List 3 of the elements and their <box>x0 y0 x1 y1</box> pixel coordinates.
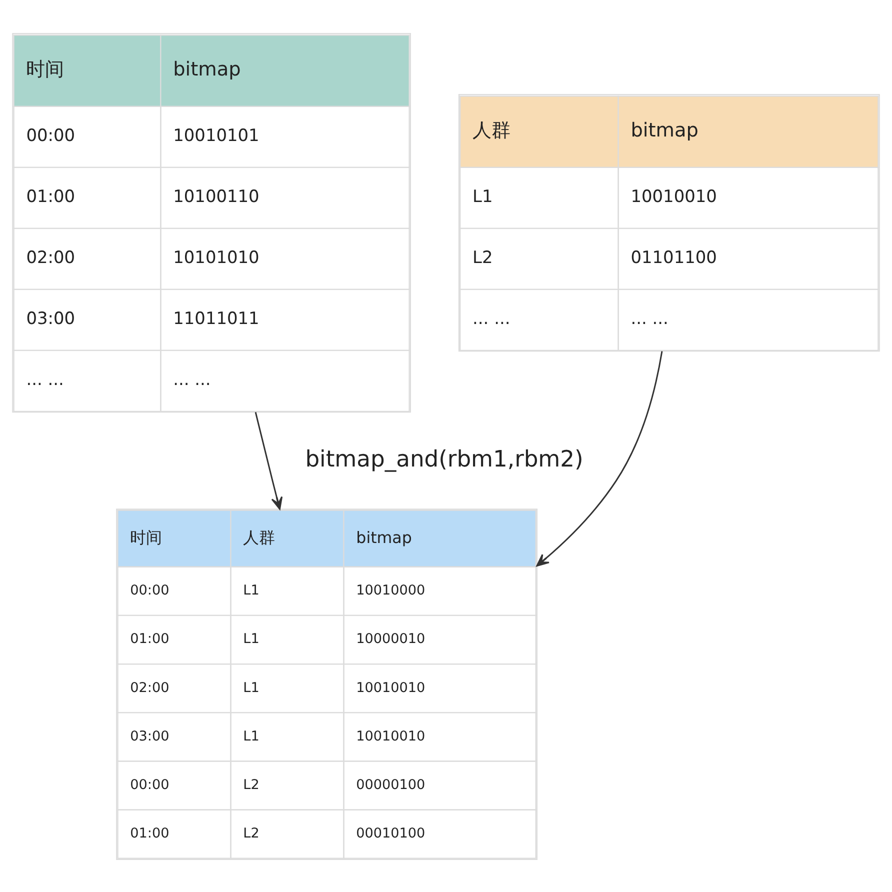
arrow <box>254 412 283 510</box>
label: bitmap_and(rbm1,rbm2) <box>305 446 584 472</box>
arrow <box>536 350 663 566</box>
